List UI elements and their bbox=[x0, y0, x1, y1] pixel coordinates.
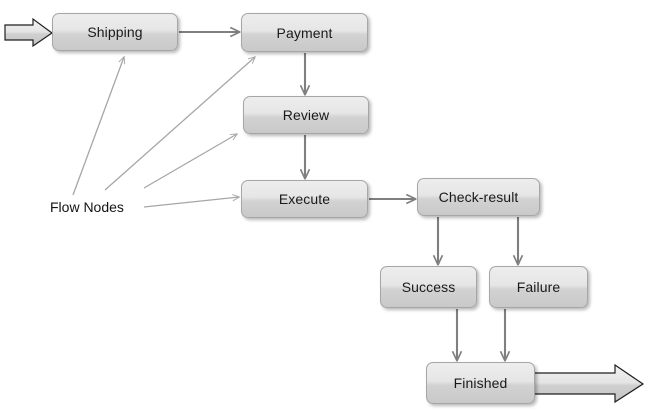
node-review-label: Review bbox=[282, 107, 330, 123]
node-success-label: Success bbox=[401, 279, 456, 295]
start-block-arrow bbox=[4, 17, 54, 48]
annotation-edge-to-review bbox=[143, 134, 237, 189]
annotation-edge-to-payment bbox=[104, 57, 255, 191]
node-finished-label: Finished bbox=[453, 375, 508, 391]
node-check-result[interactable]: Check-result bbox=[417, 178, 540, 216]
end-block-arrow bbox=[532, 363, 645, 404]
node-check-result-label: Check-result bbox=[438, 189, 519, 205]
annotation-edge-to-execute bbox=[143, 197, 239, 208]
node-review[interactable]: Review bbox=[243, 96, 369, 134]
node-payment[interactable]: Payment bbox=[241, 13, 368, 52]
flow-nodes-caption: Flow Nodes bbox=[50, 199, 124, 215]
node-shipping-label: Shipping bbox=[87, 24, 143, 40]
node-failure[interactable]: Failure bbox=[489, 266, 588, 308]
node-execute[interactable]: Execute bbox=[241, 180, 368, 218]
node-execute-label: Execute bbox=[278, 191, 331, 207]
node-payment-label: Payment bbox=[276, 24, 333, 41]
node-success[interactable]: Success bbox=[380, 266, 477, 308]
annotation-edges bbox=[72, 57, 255, 208]
annotation-edge-to-shipping bbox=[72, 57, 124, 196]
node-shipping[interactable]: Shipping bbox=[52, 13, 178, 51]
node-failure-label: Failure bbox=[516, 279, 561, 295]
node-finished[interactable]: Finished bbox=[426, 362, 535, 404]
